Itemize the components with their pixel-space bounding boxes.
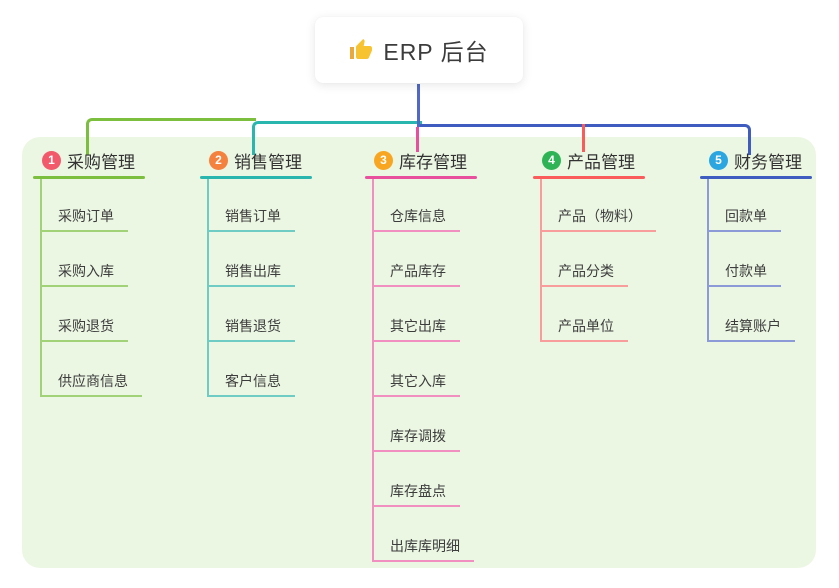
child-node-label: 出库库明细: [390, 538, 460, 554]
branch-5: 5 财务管理 回款单付款单结算账户: [700, 146, 812, 342]
child-node[interactable]: 仓库信息: [372, 208, 460, 232]
branch-underline: [365, 176, 477, 179]
child-node-label: 其它出库: [390, 318, 446, 334]
branch-number-badge: 2: [209, 150, 228, 170]
child-node-label: 产品（物料）: [558, 208, 642, 224]
child-node-label: 产品分类: [558, 263, 614, 279]
child-node[interactable]: 销售退货: [207, 318, 295, 342]
branch-3: 3 库存管理 仓库信息产品库存其它出库其它入库库存调拨库存盘点出库库明细: [365, 146, 477, 562]
child-node[interactable]: 结算账户: [707, 318, 795, 342]
child-node[interactable]: 采购订单: [40, 208, 128, 232]
connector-branch-4: [582, 124, 585, 152]
child-node[interactable]: 库存盘点: [372, 483, 460, 507]
branch-child-rail: [372, 179, 374, 562]
child-node-label: 产品单位: [558, 318, 614, 334]
branch-number-badge: 3: [374, 150, 393, 170]
child-node-label: 其它入库: [390, 373, 446, 389]
root-node-label: ERP 后台: [383, 39, 489, 65]
branch-title[interactable]: 2 销售管理: [200, 146, 312, 174]
branch-title-label: 财务管理: [734, 152, 802, 172]
branch-underline: [700, 176, 812, 179]
connector-branch-3: [416, 127, 419, 152]
branch-number-badge: 4: [542, 150, 561, 170]
child-node[interactable]: 产品库存: [372, 263, 460, 287]
branches-panel: [22, 137, 816, 568]
child-node[interactable]: 出库库明细: [372, 538, 474, 562]
connector-branch-1: [86, 118, 256, 155]
branch-child-rail: [207, 179, 209, 397]
child-node[interactable]: 销售出库: [207, 263, 295, 287]
connector-branch-2: [252, 121, 422, 155]
branch-child-rail: [540, 179, 542, 342]
child-node-label: 客户信息: [225, 373, 281, 389]
child-node[interactable]: 客户信息: [207, 373, 295, 397]
child-node-label: 采购订单: [58, 208, 114, 224]
child-node[interactable]: 产品分类: [540, 263, 628, 287]
branch-title[interactable]: 5 财务管理: [700, 146, 812, 174]
child-node-label: 回款单: [725, 208, 767, 224]
child-node-label: 销售出库: [225, 263, 281, 279]
branch-1: 1 采购管理 采购订单采购入库采购退货供应商信息: [33, 146, 145, 397]
branch-title-label: 采购管理: [67, 152, 135, 172]
child-node[interactable]: 采购退货: [40, 318, 128, 342]
branch-underline: [33, 176, 145, 179]
child-node[interactable]: 产品（物料）: [540, 208, 656, 232]
child-node[interactable]: 回款单: [707, 208, 781, 232]
child-node-label: 销售退货: [225, 318, 281, 334]
child-node[interactable]: 采购入库: [40, 263, 128, 287]
branch-title-label: 库存管理: [399, 152, 467, 172]
branch-title-label: 产品管理: [567, 152, 635, 172]
child-node-label: 采购退货: [58, 318, 114, 334]
child-node-label: 库存调拨: [390, 428, 446, 444]
branch-number-badge: 5: [709, 150, 728, 170]
child-node-label: 采购入库: [58, 263, 114, 279]
branch-4: 4 产品管理 产品（物料） 产品分类产品单位: [533, 146, 656, 342]
child-node-label: 库存盘点: [390, 483, 446, 499]
thumbs-up-icon: [349, 38, 373, 62]
branch-underline: [533, 176, 645, 179]
branch-title[interactable]: 1 采购管理: [33, 146, 145, 174]
child-node-label: 付款单: [725, 263, 767, 279]
child-node[interactable]: 产品单位: [540, 318, 628, 342]
branch-2: 2 销售管理 销售订单销售出库销售退货客户信息: [200, 146, 312, 397]
branch-child-rail: [707, 179, 709, 342]
child-node-label: 产品库存: [390, 263, 446, 279]
child-node[interactable]: 其它入库: [372, 373, 460, 397]
child-node-label: 销售订单: [225, 208, 281, 224]
branch-child-rail: [40, 179, 42, 397]
child-node-label: 结算账户: [725, 318, 781, 334]
branch-underline: [200, 176, 312, 179]
child-node[interactable]: 库存调拨: [372, 428, 460, 452]
branch-title-label: 销售管理: [234, 152, 302, 172]
branch-title[interactable]: 4 产品管理: [533, 146, 645, 174]
child-node[interactable]: 其它出库: [372, 318, 460, 342]
child-node[interactable]: 付款单: [707, 263, 781, 287]
branch-title[interactable]: 3 库存管理: [365, 146, 477, 174]
child-node[interactable]: 销售订单: [207, 208, 295, 232]
child-node-label: 供应商信息: [58, 373, 128, 389]
child-node[interactable]: 供应商信息: [40, 373, 142, 397]
branch-number-badge: 1: [42, 150, 61, 170]
connector-root: [417, 84, 420, 127]
root-node[interactable]: ERP 后台: [315, 17, 523, 83]
child-node-label: 仓库信息: [390, 208, 446, 224]
